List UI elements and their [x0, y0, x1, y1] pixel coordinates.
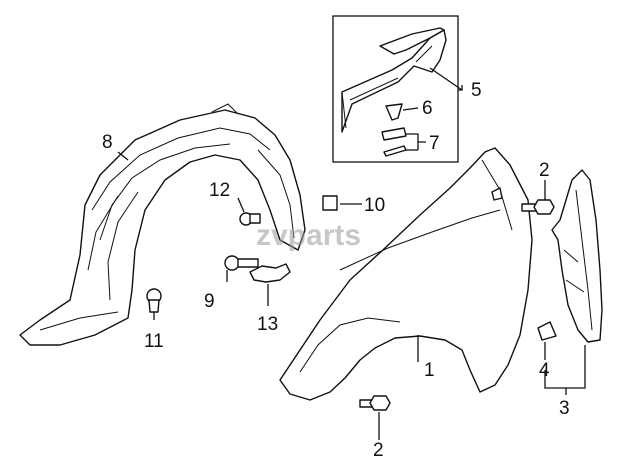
callout-8: 8	[102, 132, 113, 153]
screw-part-9	[224, 255, 259, 271]
callout-10: 10	[364, 195, 385, 216]
callout-7: 7	[429, 133, 440, 154]
bracket-part-5	[341, 27, 447, 133]
bolt-part-12	[239, 212, 261, 226]
leader-lines	[117, 67, 586, 440]
seal-part-7	[381, 127, 407, 157]
callout-3: 3	[559, 398, 570, 419]
fender-liner-part-8	[19, 103, 306, 346]
clip-part-11	[146, 288, 162, 313]
callout-5: 5	[471, 80, 482, 101]
bolt-part-2-upper	[521, 199, 555, 215]
callout-1: 1	[424, 360, 435, 381]
side-bracket-part-3	[551, 169, 603, 343]
inset-frame	[332, 15, 459, 163]
callout-11: 11	[144, 331, 164, 352]
callout-9: 9	[204, 291, 215, 312]
callout-4: 4	[539, 360, 550, 381]
watermark-logo: zvparts	[256, 219, 361, 252]
callout-12: 12	[209, 180, 230, 201]
nut-part-10	[322, 195, 338, 211]
callout-6: 6	[422, 98, 433, 119]
bolt-part-2-lower	[359, 395, 391, 411]
fender-part-1	[279, 147, 533, 401]
clip-part-13	[249, 263, 291, 283]
clip-part-6	[385, 103, 403, 121]
callout-13: 13	[257, 314, 278, 335]
callout-2-upper: 2	[539, 160, 550, 181]
callout-2-lower: 2	[373, 440, 384, 461]
clip-part-4	[537, 321, 557, 341]
